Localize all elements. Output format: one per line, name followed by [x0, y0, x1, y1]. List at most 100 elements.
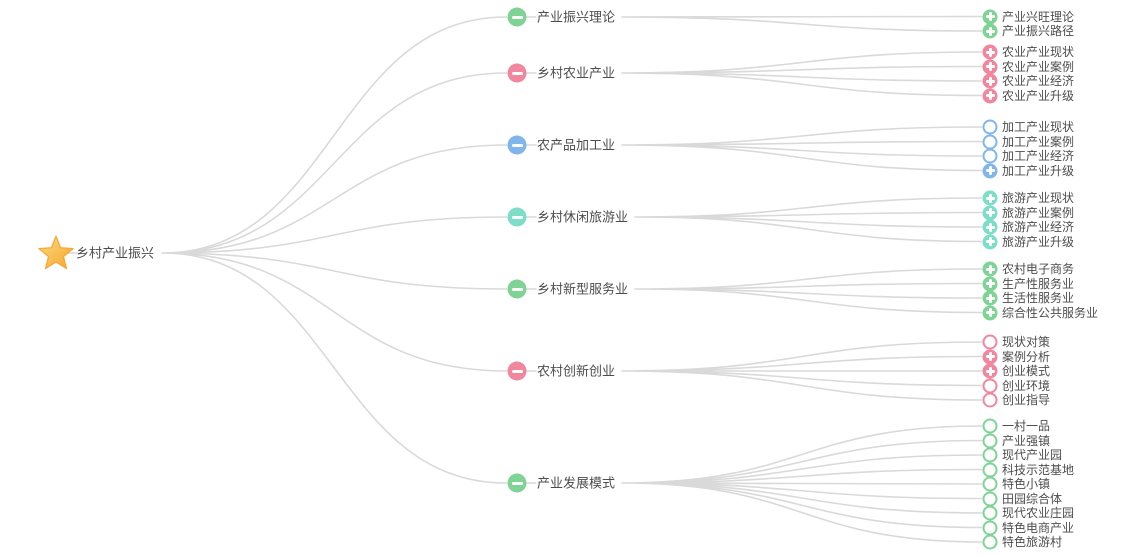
leaf-node[interactable]: 现代农业庄园 [1002, 506, 1075, 520]
leaf-node[interactable]: 农业产业案例 [1002, 59, 1075, 74]
plus-glyph-vertical [988, 222, 992, 232]
plus-glyph-vertical [988, 166, 992, 175]
branch-collapse-icon[interactable] [507, 279, 527, 299]
plus-glyph-vertical [988, 91, 992, 100]
leaf-node[interactable]: 旅游产业现状 [1002, 191, 1075, 205]
leaf-bullet-icon[interactable] [982, 148, 998, 164]
leaf-node[interactable]: 现状对策 [1002, 335, 1051, 349]
leaf-bullet-icon[interactable] [982, 392, 998, 408]
minus-glyph [511, 71, 523, 75]
leaf-expand-icon[interactable] [982, 44, 998, 60]
leaf-expand-icon[interactable] [982, 349, 998, 364]
root-node-label[interactable]: 乡村产业振兴 [76, 245, 155, 261]
leaf-expand-icon[interactable] [982, 234, 998, 249]
leaf-node[interactable]: 生活性服务业 [1002, 291, 1075, 305]
branch-node-3[interactable]: 农产品加工业 [537, 137, 616, 153]
leaf-node[interactable]: 加工产业案例 [1002, 134, 1075, 149]
leaf-node[interactable]: 田园综合体 [1002, 491, 1063, 506]
leaf-expand-icon[interactable] [982, 9, 998, 24]
branch-node-1[interactable]: 产业振兴理论 [537, 9, 616, 25]
leaf-node[interactable]: 案例分析 [1002, 349, 1051, 364]
leaf-bullet-icon[interactable] [982, 476, 998, 492]
plus-glyph-vertical [988, 12, 992, 21]
leaf-expand-icon[interactable] [982, 190, 998, 206]
connector-path [65, 15, 983, 543]
leaf-expand-icon[interactable] [982, 205, 998, 220]
leaf-node[interactable]: 特色旅游村 [1002, 535, 1063, 549]
leaf-bullet-icon[interactable] [982, 505, 998, 521]
leaf-node[interactable]: 农业产业现状 [1002, 45, 1075, 59]
branch-collapse-icon[interactable] [507, 135, 527, 155]
leaf-node[interactable]: 加工产业升级 [1002, 163, 1075, 178]
leaf-bullet-icon[interactable] [982, 378, 998, 393]
leaf-node[interactable]: 产业振兴路径 [1002, 24, 1075, 38]
leaf-expand-icon[interactable] [982, 219, 998, 235]
leaf-bullet-icon[interactable] [982, 462, 998, 477]
plus-glyph-vertical [988, 193, 992, 203]
leaf-expand-icon[interactable] [982, 305, 998, 320]
branch-collapse-icon[interactable] [507, 207, 527, 227]
leaf-bullet-icon[interactable] [982, 433, 998, 448]
leaf-node[interactable]: 现代产业园 [1002, 448, 1063, 462]
leaf-node[interactable]: 创业模式 [1002, 364, 1051, 378]
branch-collapse-icon[interactable] [507, 63, 527, 83]
leaf-bullet-icon[interactable] [982, 119, 998, 135]
leaf-node[interactable]: 创业指导 [1002, 393, 1051, 407]
leaf-bullet-icon[interactable] [982, 447, 998, 463]
leaf-expand-icon[interactable] [982, 59, 998, 74]
leaf-node[interactable]: 一村一品 [1002, 419, 1051, 433]
leaf-bullet-icon[interactable] [982, 491, 998, 506]
leaf-expand-icon[interactable] [982, 276, 998, 291]
branch-node-7[interactable]: 产业发展模式 [537, 475, 616, 491]
leaf-node[interactable]: 加工产业现状 [1002, 120, 1075, 134]
leaf-bullet-icon[interactable] [982, 520, 998, 535]
leaf-node[interactable]: 综合性公共服务业 [1002, 305, 1099, 320]
plus-glyph-vertical [988, 208, 992, 217]
leaf-expand-icon[interactable] [982, 290, 998, 306]
leaf-node[interactable]: 生产性服务业 [1002, 276, 1075, 291]
branch-node-2[interactable]: 乡村农业产业 [537, 65, 616, 81]
leaf-node[interactable]: 特色小镇 [1002, 477, 1051, 491]
branch-collapse-icon[interactable] [507, 7, 527, 27]
leaf-bullet-icon[interactable] [982, 334, 998, 350]
leaf-node[interactable]: 农业产业经济 [1002, 74, 1075, 88]
leaf-node[interactable]: 产业兴旺理论 [1002, 9, 1075, 24]
leaf-expand-icon[interactable] [982, 88, 998, 103]
leaf-node[interactable]: 创业环境 [1002, 378, 1051, 393]
plus-glyph-vertical [988, 47, 992, 57]
leaf-node[interactable]: 产业强镇 [1002, 433, 1051, 448]
plus-glyph-vertical [988, 76, 992, 86]
leaf-expand-icon[interactable] [982, 23, 998, 39]
leaf-node[interactable]: 科技示范基地 [1002, 462, 1075, 477]
leaf-node[interactable]: 旅游产业经济 [1002, 220, 1075, 234]
leaf-bullet-icon[interactable] [982, 534, 998, 550]
plus-glyph-vertical [988, 62, 992, 71]
leaf-node[interactable]: 旅游产业升级 [1002, 234, 1075, 249]
branch-node-4[interactable]: 乡村休闲旅游业 [537, 209, 629, 225]
minus-glyph [511, 143, 523, 147]
leaf-node[interactable]: 农业产业升级 [1002, 88, 1075, 103]
leaf-expand-icon[interactable] [982, 73, 998, 89]
leaf-bullet-icon[interactable] [982, 418, 998, 434]
leaf-expand-icon[interactable] [982, 261, 998, 277]
plus-glyph-vertical [988, 293, 992, 303]
minus-glyph [511, 215, 523, 219]
minus-glyph [511, 15, 523, 19]
leaf-node[interactable]: 特色电商产业 [1002, 520, 1075, 535]
plus-glyph-vertical [988, 279, 992, 288]
leaf-node[interactable]: 农村电子商务 [1002, 262, 1075, 276]
branch-collapse-icon[interactable] [507, 473, 527, 493]
minus-glyph [511, 369, 523, 373]
plus-glyph-vertical [988, 237, 992, 246]
leaf-expand-icon[interactable] [982, 163, 998, 178]
leaf-node[interactable]: 加工产业经济 [1002, 149, 1075, 163]
leaf-expand-icon[interactable] [982, 363, 998, 379]
branch-node-5[interactable]: 乡村新型服务业 [537, 281, 629, 297]
branch-node-6[interactable]: 农村创新创业 [537, 363, 616, 379]
leaf-bullet-icon[interactable] [982, 134, 998, 149]
plus-glyph-vertical [988, 308, 992, 317]
leaf-node[interactable]: 旅游产业案例 [1002, 205, 1075, 220]
branch-collapse-icon[interactable] [507, 361, 527, 381]
